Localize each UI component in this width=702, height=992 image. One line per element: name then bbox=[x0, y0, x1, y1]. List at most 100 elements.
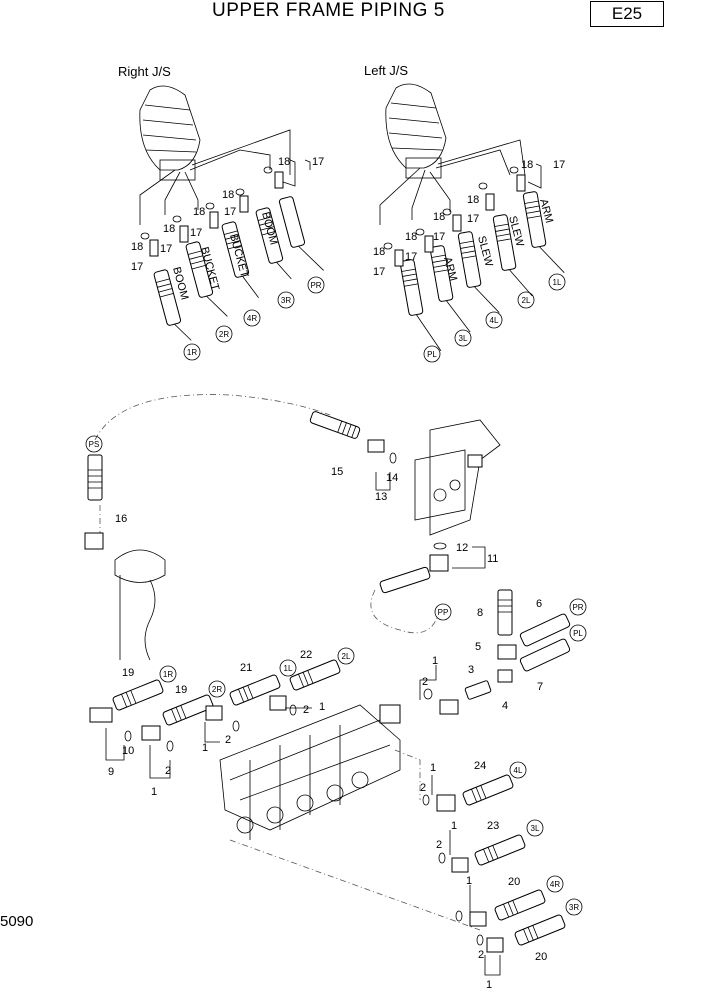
main-control-valve bbox=[219, 704, 481, 931]
part-number: 17 bbox=[433, 231, 445, 243]
port-circle: PS bbox=[85, 435, 103, 453]
part-number: 19 bbox=[175, 684, 187, 696]
part-number: 17 bbox=[224, 206, 236, 218]
port-circle: PR bbox=[569, 598, 587, 616]
part-number: 2 bbox=[436, 839, 442, 851]
right-fittings bbox=[140, 166, 284, 257]
right-joystick-assembly bbox=[139, 85, 291, 225]
part-number: 18 bbox=[467, 194, 479, 206]
part-number: 1 bbox=[432, 655, 438, 667]
part-number: 17 bbox=[405, 251, 417, 263]
svg-text:PR: PR bbox=[310, 281, 321, 290]
part-number: 18 bbox=[222, 189, 234, 201]
part-number: 18 bbox=[521, 159, 533, 171]
svg-text:4L: 4L bbox=[514, 766, 523, 775]
page-code-box: E25 bbox=[590, 1, 664, 27]
port-circle: 3R bbox=[277, 291, 295, 309]
part-number: 17 bbox=[190, 227, 202, 239]
valve-right-group bbox=[423, 589, 571, 715]
part-number: 22 bbox=[300, 649, 312, 661]
part-number: 23 bbox=[487, 820, 499, 832]
part-number: 1 bbox=[151, 786, 157, 798]
hose-name-slew: SLEW bbox=[475, 235, 495, 269]
part-number: 18 bbox=[405, 231, 417, 243]
port-circle: 1L bbox=[548, 273, 566, 291]
figure-number: 5090 bbox=[0, 913, 34, 930]
part-number: 17 bbox=[373, 266, 385, 278]
port-circle: PP bbox=[434, 603, 452, 621]
part-number: 3 bbox=[468, 664, 474, 676]
port-circle: 4L bbox=[485, 311, 503, 329]
part-number: 1 bbox=[202, 742, 208, 754]
right-joystick-label: Right J/S bbox=[118, 64, 171, 79]
svg-text:PS: PS bbox=[89, 440, 100, 449]
part-number: 9 bbox=[108, 766, 114, 778]
left-joystick-label: Left J/S bbox=[364, 63, 409, 78]
port-circle: 2L bbox=[517, 291, 535, 309]
part-number: 17 bbox=[160, 243, 172, 255]
part-number: 1 bbox=[451, 820, 457, 832]
part-number: 18 bbox=[131, 241, 143, 253]
part-number: 24 bbox=[474, 760, 486, 772]
svg-text:PL: PL bbox=[573, 629, 583, 638]
part-number: 6 bbox=[536, 598, 542, 610]
part-numbers-top-right: 18 17 18 17 18 17 18 17 18 17 bbox=[131, 156, 324, 273]
part-number: 2 bbox=[165, 765, 171, 777]
part-numbers-bank: 19 19 21 22 9 10 2 1 2 1 2 1 24 1 2 23 1… bbox=[108, 649, 547, 991]
port-circle: PR bbox=[307, 276, 325, 294]
part-number: 17 bbox=[553, 159, 565, 171]
part-number: 1 bbox=[430, 762, 436, 774]
svg-text:4L: 4L bbox=[490, 316, 499, 325]
port-circle: 1L bbox=[279, 659, 297, 677]
part-number: 2 bbox=[422, 676, 428, 688]
part-number: 17 bbox=[467, 213, 479, 225]
svg-text:2R: 2R bbox=[212, 685, 222, 694]
left-joystick-assembly bbox=[379, 83, 526, 225]
port-circle: PL bbox=[423, 345, 441, 363]
part-number: 12 bbox=[456, 542, 468, 554]
port-circle: PL bbox=[569, 624, 587, 642]
svg-text:2L: 2L bbox=[522, 296, 531, 305]
svg-text:3L: 3L bbox=[459, 334, 468, 343]
part-numbers-valve: 8 6 5 3 4 7 1 2 bbox=[422, 598, 543, 712]
port-circle: 4L bbox=[509, 761, 527, 779]
part-number: 1 bbox=[466, 875, 472, 887]
part-number: 19 bbox=[122, 667, 134, 679]
part-number: 15 bbox=[331, 466, 343, 478]
port-circle: 3R bbox=[565, 898, 583, 916]
svg-text:PL: PL bbox=[427, 350, 437, 359]
right-hoses bbox=[153, 196, 324, 341]
svg-text:3R: 3R bbox=[281, 296, 291, 305]
part-number: 16 bbox=[115, 513, 127, 525]
part-number: 2 bbox=[225, 734, 231, 746]
part-number: 18 bbox=[433, 211, 445, 223]
part-number: 17 bbox=[131, 261, 143, 273]
svg-text:3L: 3L bbox=[531, 824, 540, 833]
svg-text:4R: 4R bbox=[550, 880, 560, 889]
svg-text:PP: PP bbox=[438, 608, 449, 617]
svg-text:1R: 1R bbox=[187, 348, 197, 357]
part-number: 18 bbox=[373, 246, 385, 258]
left-fittings bbox=[383, 166, 526, 267]
part-number: 18 bbox=[193, 206, 205, 218]
port-circles: 1R 2R 4R 3R PR PL 3L 4L 2L 1L PS PP PR P… bbox=[85, 273, 587, 916]
bank-hoses bbox=[89, 659, 566, 953]
svg-text:3R: 3R bbox=[569, 903, 579, 912]
part-number: 1 bbox=[319, 701, 325, 713]
part-numbers-top-left: 18 17 18 17 18 17 18 17 18 17 bbox=[373, 159, 565, 278]
part-number: 14 bbox=[386, 472, 398, 484]
port-circle: 1R bbox=[159, 665, 177, 683]
port-circle: 2R bbox=[208, 680, 226, 698]
part-number: 2 bbox=[303, 704, 309, 716]
port-circle: 3L bbox=[526, 819, 544, 837]
part-number: 4 bbox=[502, 700, 508, 712]
port-circle: 1R bbox=[183, 343, 201, 361]
part-number: 2 bbox=[478, 949, 484, 961]
port-circle: 2L bbox=[337, 647, 355, 665]
port-circle: 3L bbox=[454, 329, 472, 347]
part-number: 7 bbox=[537, 681, 543, 693]
part-number: 2 bbox=[420, 782, 426, 794]
part-number: 11 bbox=[487, 553, 498, 565]
part-number: 18 bbox=[278, 156, 290, 168]
